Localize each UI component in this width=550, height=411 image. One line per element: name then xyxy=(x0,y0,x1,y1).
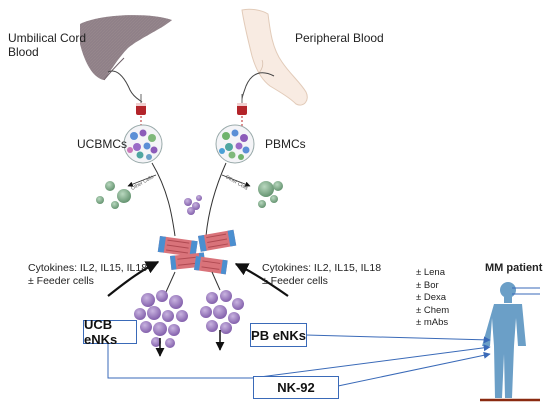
mm-patient-label: MM patient xyxy=(485,262,543,274)
bioreactor-icon xyxy=(194,229,237,275)
blood-bag-icon xyxy=(237,94,247,126)
peripheral-blood-label: Peripheral Blood xyxy=(295,31,384,45)
small-purple-cluster-icon xyxy=(184,195,202,215)
umbilical-cord-blood-label: Umbilical Cord Blood xyxy=(8,31,87,59)
placenta-icon xyxy=(80,15,172,103)
cytokines-right-label: Cytokines: IL2, IL15, IL18 ± Feeder cell… xyxy=(262,262,382,287)
drug-item: ± Bor xyxy=(416,279,439,291)
cytokines-left-label: Cytokines: IL2, IL15, IL18 ± Feeder cell… xyxy=(28,262,148,287)
pb-enk-cluster-icon xyxy=(200,290,244,351)
arm-icon xyxy=(241,8,308,106)
drug-item: ± Lena xyxy=(416,267,445,278)
drug-list: ± Lena ± Bor ± Dexa ± Chem ± mAbs xyxy=(416,267,449,330)
blood-bag-icon xyxy=(136,94,146,126)
human-figure-icon xyxy=(480,282,540,402)
ucb-enk-cluster-icon xyxy=(134,290,188,357)
pbmcs-label: PBMCs xyxy=(265,137,306,151)
drug-item: ± Chem xyxy=(416,304,450,316)
nk92-box: NK-92 xyxy=(253,376,339,399)
pb-enks-box: PB eNKs xyxy=(250,323,307,347)
ucbmc-cell-circle-icon xyxy=(123,124,163,164)
other-cells-right-icon xyxy=(258,181,283,208)
other-cells-left-icon xyxy=(96,181,131,209)
ucb-enks-box: UCB eNKs xyxy=(83,317,137,347)
pbmc-cell-circle-icon xyxy=(215,124,255,164)
ucbmcs-label: UCBMCs xyxy=(77,137,127,151)
drug-item: ± Dexa xyxy=(416,292,447,303)
drug-item: ± mAbs xyxy=(416,317,449,328)
